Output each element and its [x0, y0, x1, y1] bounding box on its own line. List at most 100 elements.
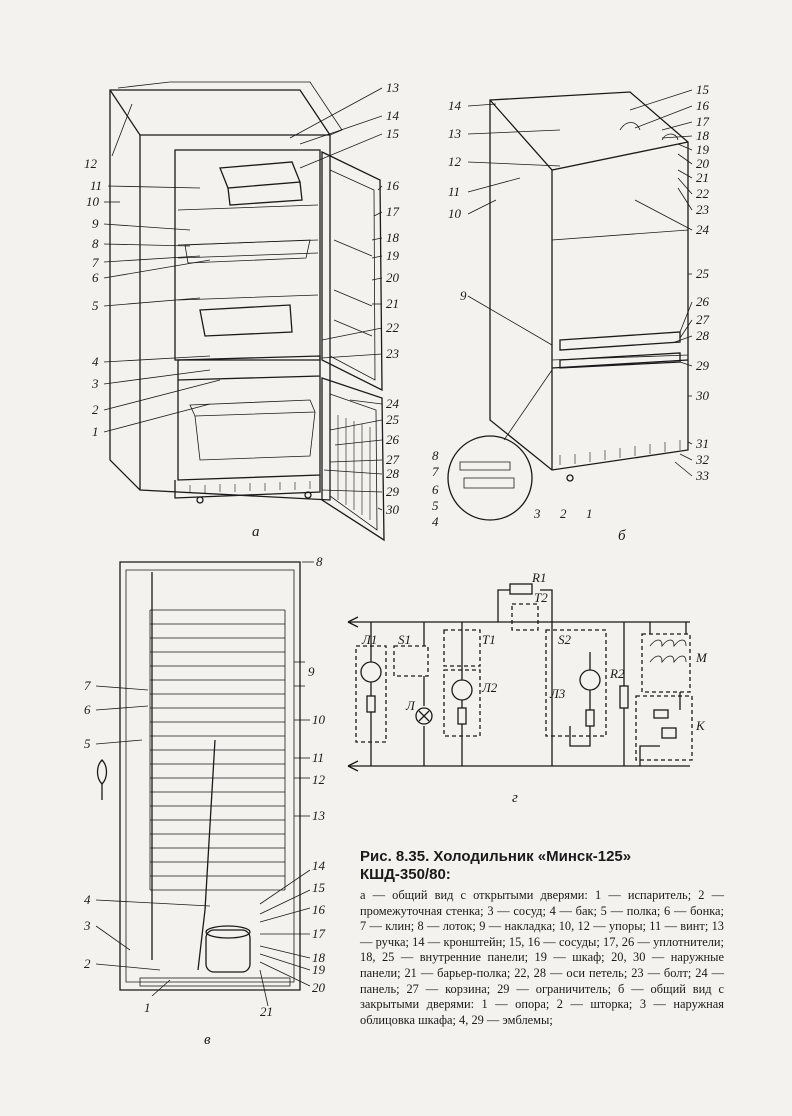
label-s2: S2: [558, 632, 571, 647]
callout-a-21: 21: [386, 296, 399, 311]
callout-b-4: 4: [432, 514, 439, 529]
callout-v-6: 6: [84, 702, 91, 717]
label-l1: Л1: [362, 632, 378, 647]
callout-a-19: 19: [386, 248, 399, 263]
callout-a-23: 23: [386, 346, 399, 361]
callout-a-29: 29: [386, 484, 399, 499]
callout-b-6: 6: [432, 482, 439, 497]
figure-b-callouts: 14 13 12 11 10 9 15 16 17 18 19 20 21 22…: [430, 70, 730, 530]
callout-b-26: 26: [696, 294, 709, 309]
callout-b-24: 24: [696, 222, 709, 237]
callout-v-21: 21: [260, 1004, 273, 1019]
callout-b-28: 28: [696, 328, 709, 343]
callout-a-3: 3: [92, 376, 99, 391]
callout-v-8: 8: [316, 554, 323, 569]
callout-a-16: 16: [386, 178, 399, 193]
figure-a-open-refrigerator: [103, 81, 385, 542]
callout-v-15: 15: [312, 880, 325, 895]
callout-b-1: 1: [586, 506, 593, 521]
callout-v-16: 16: [312, 902, 325, 917]
caption-body: а — общий вид с открытыми дверями: 1 — и…: [360, 888, 724, 1027]
label-m: M: [696, 650, 707, 665]
subfigure-label-a: а: [252, 524, 260, 540]
callout-a-11: 11: [90, 178, 103, 193]
callout-v-13: 13: [312, 808, 325, 823]
callout-b-17: 17: [696, 114, 709, 129]
callout-b-3: 3: [534, 506, 541, 521]
callout-a-26: 26: [386, 432, 399, 447]
label-l: Л: [406, 698, 415, 713]
figure-a-callouts: 12 11 10 9 8 7 6 5 4 3 2 1 13 14 15 16 1…: [60, 60, 420, 550]
caption-title: Рис. 8.35. Холодильник «Минск-125» КШД-3…: [360, 848, 632, 883]
callout-a-14: 14: [386, 108, 399, 123]
callout-a-27: 27: [386, 452, 399, 467]
callout-b-15: 15: [696, 82, 709, 97]
callout-a-10: 10: [86, 194, 99, 209]
callout-a-12: 12: [84, 156, 97, 171]
callout-v-17: 17: [312, 926, 325, 941]
callout-b-31: 31: [696, 436, 709, 451]
callout-b-8: 8: [432, 448, 439, 463]
figure-g-wiring-diagram: [347, 583, 693, 772]
subfigure-label-b: б: [618, 528, 626, 544]
callout-a-7: 7: [92, 255, 99, 270]
callout-b-5: 5: [432, 498, 439, 513]
figure-v-callouts: 7 6 5 4 3 2 1 8 9 10 11 12 13 14 15 16 1…: [80, 550, 340, 1020]
callout-a-30: 30: [386, 502, 399, 517]
callout-v-10: 10: [312, 712, 325, 727]
callout-b-21: 21: [696, 170, 709, 185]
label-r1: R1: [532, 570, 547, 585]
callout-b-32: 32: [696, 452, 709, 467]
label-l2: Л2: [482, 680, 498, 695]
label-l3: Л3: [550, 686, 566, 701]
figure-caption: Рис. 8.35. Холодильник «Минск-125» КШД-3…: [360, 848, 724, 1028]
callout-v-5: 5: [84, 736, 91, 751]
callout-a-1: 1: [92, 424, 99, 439]
subfigure-label-g: г: [512, 790, 518, 806]
callout-b-10: 10: [448, 206, 461, 221]
label-r2: R2: [610, 666, 625, 681]
callout-a-9: 9: [92, 216, 99, 231]
callout-a-24: 24: [386, 396, 399, 411]
callout-b-2: 2: [560, 506, 567, 521]
callout-b-16: 16: [696, 98, 709, 113]
callout-v-2: 2: [84, 956, 91, 971]
callout-a-20: 20: [386, 270, 399, 285]
callout-a-25: 25: [386, 412, 399, 427]
callout-a-6: 6: [92, 270, 99, 285]
callout-b-25: 25: [696, 266, 709, 281]
callout-b-30: 30: [696, 388, 709, 403]
label-t1: T1: [482, 632, 496, 647]
label-s1: S1: [398, 632, 411, 647]
callout-v-14: 14: [312, 858, 325, 873]
callout-v-3: 3: [84, 918, 91, 933]
label-t2: T2: [534, 590, 548, 605]
callout-b-18: 18: [696, 128, 709, 143]
callout-v-20: 20: [312, 980, 325, 995]
subfigure-label-v: в: [204, 1032, 211, 1048]
callout-b-13: 13: [448, 126, 461, 141]
callout-b-7: 7: [432, 464, 439, 479]
callout-v-1: 1: [144, 1000, 151, 1015]
figure-b-closed-refrigerator: [447, 89, 693, 521]
label-k: K: [696, 718, 705, 733]
callout-v-18: 18: [312, 950, 325, 965]
callout-a-4: 4: [92, 354, 99, 369]
callout-b-12: 12: [448, 154, 461, 169]
callout-v-9: 9: [308, 664, 315, 679]
callout-a-8: 8: [92, 236, 99, 251]
callout-v-12: 12: [312, 772, 325, 787]
callout-b-20: 20: [696, 156, 709, 171]
figure-v-rear-view: [95, 561, 314, 1007]
callout-a-15: 15: [386, 126, 399, 141]
callout-b-9: 9: [460, 288, 467, 303]
callout-b-29: 29: [696, 358, 709, 373]
callout-b-27: 27: [696, 312, 709, 327]
callout-b-22: 22: [696, 186, 709, 201]
callout-a-28: 28: [386, 466, 399, 481]
callout-b-19: 19: [696, 142, 709, 157]
callout-v-4: 4: [84, 892, 91, 907]
callout-b-14: 14: [448, 98, 461, 113]
callout-b-11: 11: [448, 184, 461, 199]
callout-v-7: 7: [84, 678, 91, 693]
